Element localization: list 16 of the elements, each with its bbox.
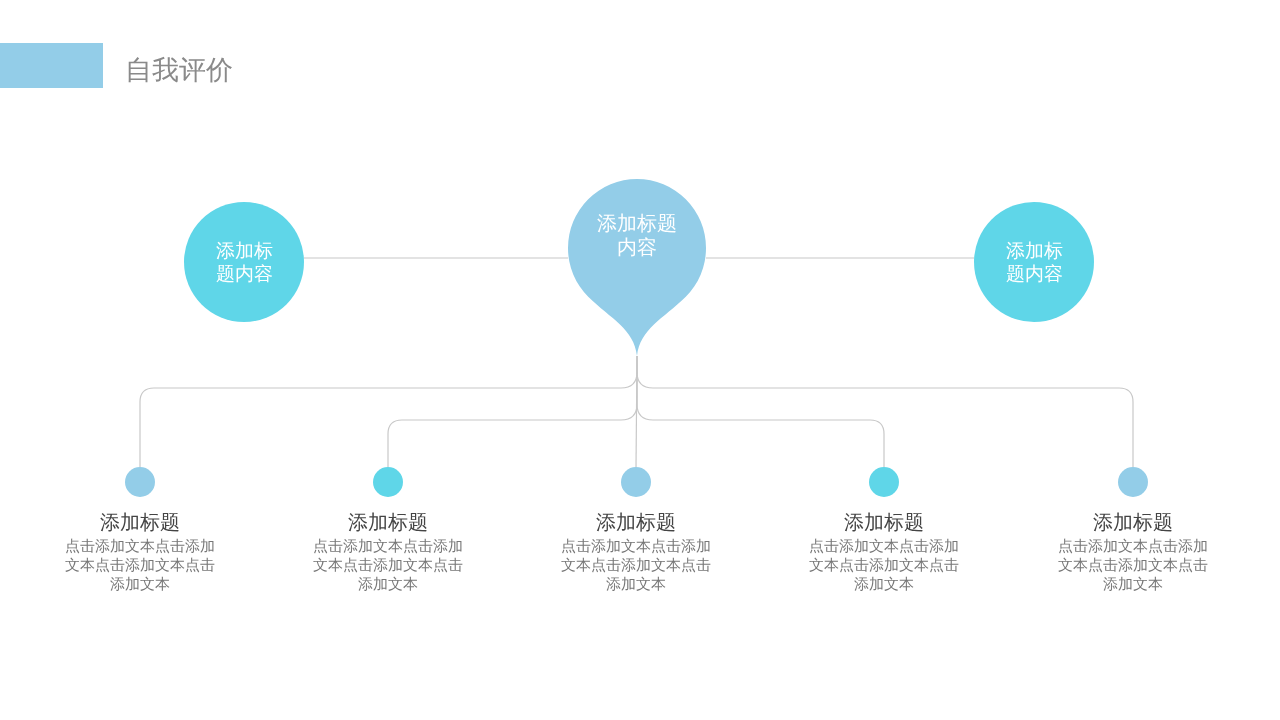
item-description: 点击添加文本点击添加文本点击添加文本点击添加文本 [64, 537, 216, 594]
circle-label: 添加标题内容 [1004, 239, 1064, 285]
item-heading: 添加标题 [99, 509, 181, 535]
circle-label: 添加标题内容 [214, 239, 274, 285]
pin-label: 添加标题内容 [596, 211, 678, 259]
item-description: 点击添加文本点击添加文本点击添加文本点击添加文本 [1057, 537, 1209, 594]
title-bar [0, 43, 103, 88]
item-heading: 添加标题 [1092, 509, 1174, 535]
item-description: 点击添加文本点击添加文本点击添加文本点击添加文本 [312, 537, 464, 594]
item-heading: 添加标题 [843, 509, 925, 535]
item-heading: 添加标题 [595, 509, 677, 535]
title: 自我评价 [125, 53, 233, 87]
item-description: 点击添加文本点击添加文本点击添加文本点击添加文本 [560, 537, 712, 594]
item-heading: 添加标题 [347, 509, 429, 535]
pin-shape [568, 179, 706, 356]
item-description: 点击添加文本点击添加文本点击添加文本点击添加文本 [808, 537, 960, 594]
